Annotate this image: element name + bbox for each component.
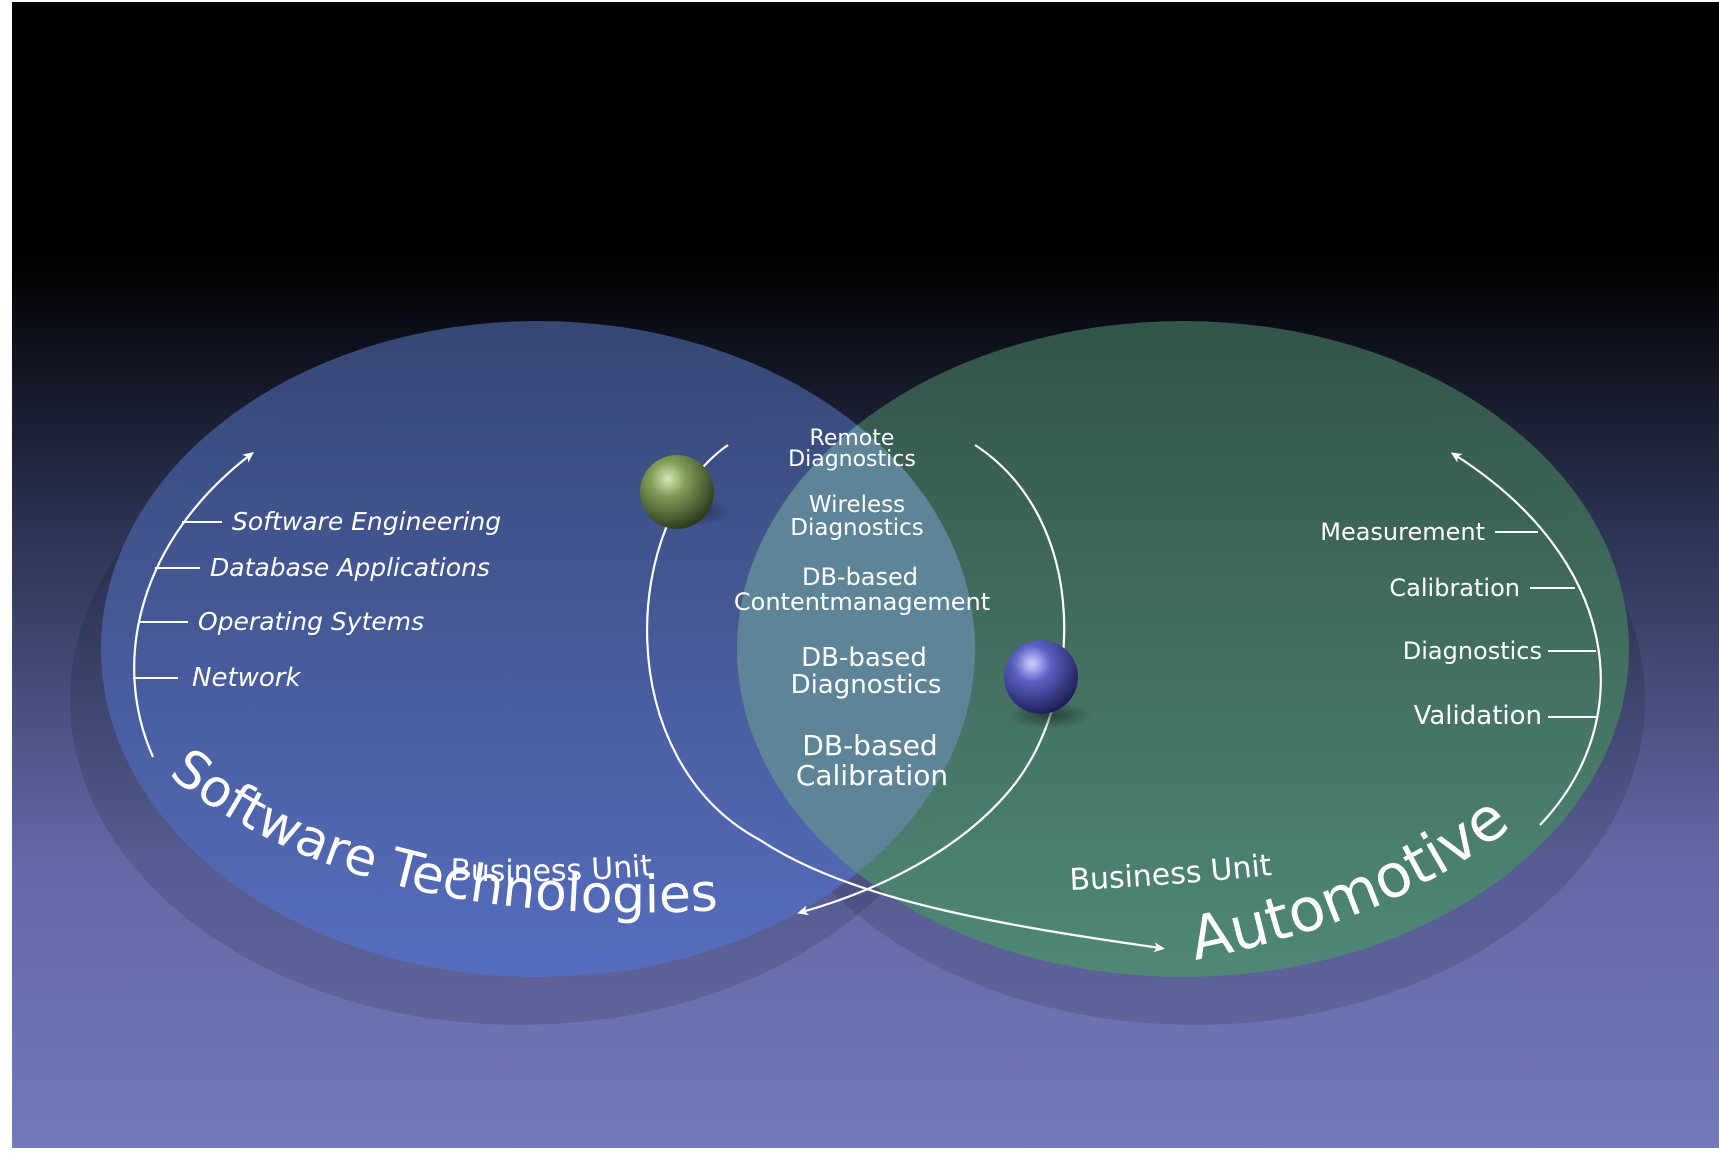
- overlap-item-5-line1: DB-based: [802, 729, 937, 762]
- right-circle: [737, 321, 1629, 977]
- blue-sphere-icon: [1004, 640, 1078, 714]
- overlap-item-5-line2: Calibration: [796, 759, 948, 792]
- overlap-item-1-line2: Diagnostics: [788, 447, 916, 472]
- overlap-item-4-line2: Diagnostics: [791, 670, 942, 700]
- right-item: Measurement: [1320, 518, 1485, 546]
- overlap-item-1-line1: Remote: [810, 426, 895, 451]
- overlap-item-3-line1: DB-based: [802, 563, 918, 591]
- left-unit-prefix: Business Unit: [450, 848, 654, 889]
- left-item: Database Applications: [210, 553, 490, 582]
- inner-arc-left: [646, 444, 1165, 953]
- overlap-item-3-line2: Contentmanagement: [734, 588, 990, 616]
- left-circle: [101, 321, 975, 977]
- left-outer-arc: [133, 451, 254, 758]
- left-item: Software Engineering: [232, 507, 501, 536]
- left-item: Operating Sytems: [198, 607, 424, 636]
- green-sphere-icon: [640, 455, 714, 529]
- overlap-item-2-line1: Wireless: [809, 492, 905, 518]
- overlap-item-2-line2: Diagnostics: [790, 515, 923, 541]
- right-item: Validation: [1414, 701, 1542, 731]
- right-outer-arc: [1450, 452, 1602, 826]
- overlap-items: Remote Diagnostics Wireless Diagnostics …: [734, 426, 990, 792]
- right-item: Calibration: [1389, 574, 1520, 602]
- inner-arc-right: [797, 444, 1066, 916]
- left-item: Network: [192, 663, 302, 693]
- overlap-item-4-line1: DB-based: [801, 643, 927, 673]
- right-item: Diagnostics: [1403, 637, 1542, 665]
